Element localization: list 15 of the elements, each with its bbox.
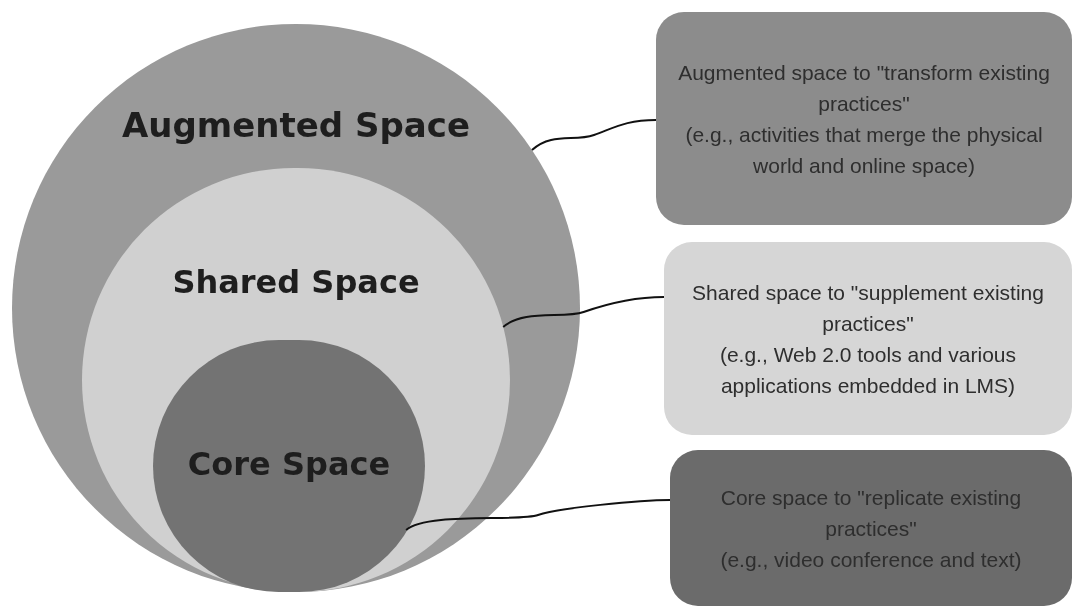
description-text: Shared space to "supplement existing practices" [691,279,1045,337]
description-text: (e.g., Web 2.0 tools and various applications embedded in LMS) [718,341,1018,399]
connector-line [502,296,665,328]
connector-line [405,499,671,531]
circle-label: Augmented Space [121,104,471,147]
circle-label: Core Space [186,444,392,484]
connector-line [531,119,657,151]
description-text: (e.g., activities that merge the physical world and online space) [684,121,1044,179]
description-text: Core space to "replicate existing practices" [719,484,1023,542]
description-text: (e.g., video conference and text) [720,546,1022,573]
description-box [664,242,1072,435]
circle-label: Shared Space [171,262,421,302]
description-text: Augmented space to "transform existing practices" [677,59,1051,117]
description-box [656,12,1072,225]
description-box [670,450,1072,606]
